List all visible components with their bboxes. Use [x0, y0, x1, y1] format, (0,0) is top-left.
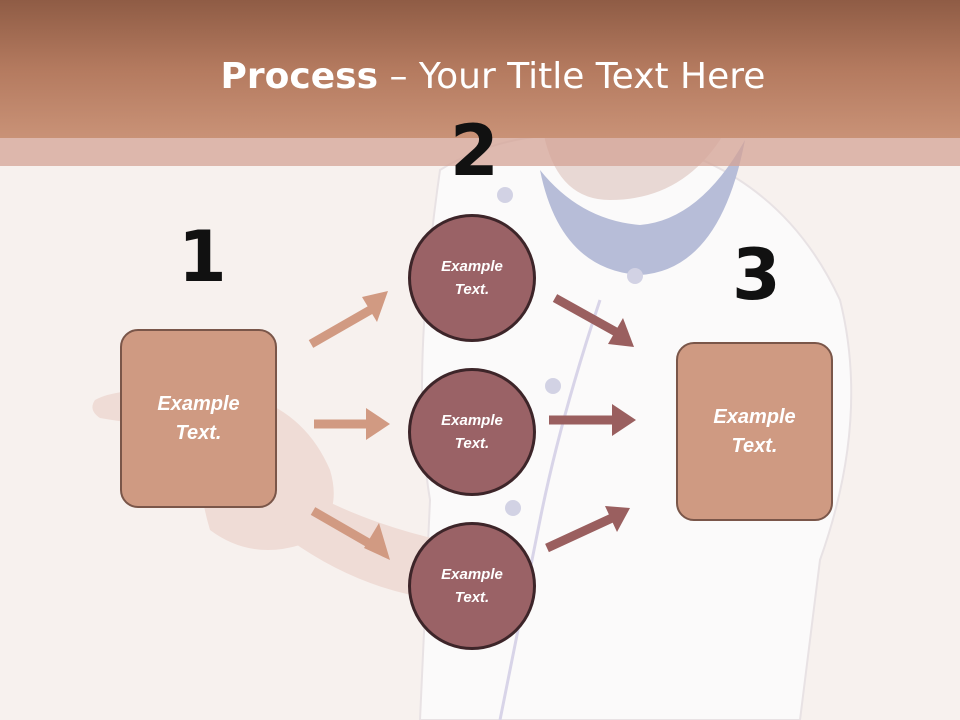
step-number-1: 1	[178, 216, 227, 298]
header-bar	[0, 0, 960, 138]
arrow-bottom-to-right	[545, 506, 630, 553]
circle-top-text: Example Text.	[441, 258, 503, 298]
step-number-3: 3	[732, 234, 781, 316]
arrow-left-to-middle	[314, 408, 390, 440]
circle-top: Example Text.	[408, 214, 536, 342]
arrow-left-to-top	[308, 291, 388, 348]
header-strip	[0, 138, 960, 166]
right-box: Example Text.	[676, 342, 833, 521]
arrow-top-to-right	[552, 294, 634, 347]
circle-middle: Example Text.	[408, 368, 536, 496]
circle-bottom: Example Text.	[408, 522, 536, 650]
right-box-text: Example Text.	[713, 405, 796, 457]
slide-title: Process – Your Title Text Here	[0, 56, 960, 97]
step-number-2: 2	[450, 110, 499, 192]
arrow-left-to-bottom	[310, 507, 390, 560]
arrow-middle-to-right	[549, 404, 636, 436]
title-bold: Process	[220, 56, 379, 97]
title-rest: – Your Title Text Here	[378, 56, 766, 97]
left-box: Example Text.	[120, 329, 277, 508]
circle-middle-text: Example Text.	[441, 412, 503, 452]
left-box-text: Example Text.	[157, 392, 240, 444]
circle-bottom-text: Example Text.	[441, 566, 503, 606]
